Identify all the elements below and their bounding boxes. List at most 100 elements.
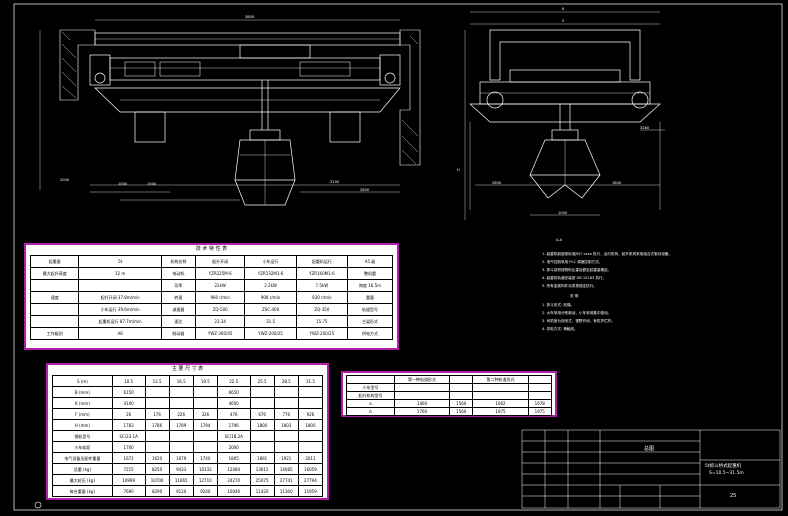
table-cell xyxy=(192,397,218,409)
dim-label: K xyxy=(562,7,565,11)
table-cell: 12 m xyxy=(78,267,162,280)
section-label: A-A xyxy=(556,238,563,242)
table-cell: 4100 xyxy=(111,397,146,409)
table-cell: 小车运行 39.6m/min xyxy=(78,303,162,316)
table-cell: 1700 xyxy=(111,441,146,453)
table-cell: 1891 xyxy=(249,452,275,464)
table-cell: 功率 xyxy=(160,279,196,292)
table-cell: 制动器 xyxy=(160,327,196,340)
table-cell: SC/18.2A xyxy=(216,430,251,442)
table-cell: 工作级别 xyxy=(29,327,80,340)
table-cell: 1678 xyxy=(527,399,553,408)
table-cell: 676 xyxy=(249,408,275,420)
table-cell: 1921 xyxy=(273,452,299,464)
table-cell: 31.5 xyxy=(244,315,297,328)
table-cell: 28.5 xyxy=(273,375,299,387)
table-cell xyxy=(249,386,275,398)
table-cell: b xyxy=(346,407,395,416)
table-cell xyxy=(29,303,80,316)
note-item: 3. 司机室为封闭式，视野开阔，有防护栏杆。 xyxy=(542,319,615,323)
table-cell: 10999 xyxy=(111,474,146,486)
table-cell: 8290 xyxy=(144,485,170,497)
table-cell: 226 xyxy=(168,408,194,420)
dim-label: 2800 xyxy=(360,188,370,192)
table-cell: 最大起升高度 xyxy=(29,267,80,280)
table-cell: 10040 xyxy=(216,485,251,497)
table-cell: A5 级 xyxy=(346,255,394,268)
table-cell: 转速 xyxy=(160,291,196,304)
table-cell: 1975 xyxy=(472,407,529,416)
table-cell: 最大轮压 (kg) xyxy=(52,474,113,486)
table-cell: 11665 xyxy=(168,474,194,486)
table-cell: 14085 xyxy=(273,463,299,475)
table-cell: 930 r/min xyxy=(295,291,348,304)
table-cell: 1786 xyxy=(144,419,170,431)
table-cell: F (mm) xyxy=(52,408,113,420)
table-cell xyxy=(29,279,80,292)
table-cell: 1789 xyxy=(168,419,194,431)
table-cell: 1794 xyxy=(192,419,218,431)
table-cell xyxy=(297,397,324,409)
tech-note: 2. 电气控制采用 PLC 调速控制方式。 xyxy=(542,260,603,264)
table-cell: 27794 xyxy=(297,474,324,486)
table-cell: B (mm) xyxy=(52,386,113,398)
dim-label: 3800 xyxy=(245,15,255,19)
table-cell: 16.5 xyxy=(168,375,194,387)
table-cell: 26 xyxy=(111,408,146,420)
table-cell: K (mm) xyxy=(52,397,113,409)
table-cell xyxy=(297,386,324,398)
table-cell xyxy=(144,430,170,442)
table-cell: 10700 xyxy=(144,474,170,486)
table-cell: 5t xyxy=(78,255,162,268)
table-cell: A6 xyxy=(78,327,162,340)
table-cell: 476 xyxy=(216,408,251,420)
table-cell: 小车轨距 xyxy=(52,441,113,453)
table-cell: 1560 xyxy=(449,407,474,416)
table-cell: a xyxy=(346,399,395,408)
table-cell: 19.5 xyxy=(192,375,218,387)
table-cell xyxy=(144,441,170,453)
table-cell: 1620 xyxy=(144,452,170,464)
table-cell: 1560 xyxy=(449,399,474,408)
dim-label: 1800 xyxy=(612,181,622,185)
table-cell: 13615 xyxy=(249,463,275,475)
tech-note: 4. 起重机轨道安装按 GB 10183 执行。 xyxy=(542,276,607,280)
sheet-border xyxy=(13,3,783,511)
table-cell xyxy=(297,441,324,453)
table-cell: 8250 xyxy=(144,463,170,475)
table-cell: 1672 xyxy=(111,452,146,464)
table-cell xyxy=(192,441,218,453)
table-cell: 1975 xyxy=(527,407,553,416)
table-cell xyxy=(192,430,218,442)
table-cell: H (mm) xyxy=(52,419,113,431)
table-cell: 11959 xyxy=(297,485,324,497)
table-cell: 1783 xyxy=(111,419,146,431)
table-cell xyxy=(273,430,299,442)
table-cell: YWZ-200/25 xyxy=(295,327,348,340)
note-item: 2. 大车采用分别驱动，小车采用集中驱动。 xyxy=(542,311,612,315)
table-cell: 7.5kW xyxy=(295,279,348,292)
table-cell: 1803 xyxy=(273,419,299,431)
table-cell: 7215 xyxy=(111,463,146,475)
table-cell: 11300 xyxy=(273,485,299,497)
table-cell: 1800 xyxy=(249,419,275,431)
table-cell: 1796 xyxy=(216,419,251,431)
table-cell xyxy=(449,391,474,400)
table-cell: 重量 xyxy=(346,291,394,304)
table-cell: S (m) xyxy=(52,375,113,387)
table-cell xyxy=(249,441,275,453)
dim-label: 2000 xyxy=(60,178,70,182)
table-cell: YWZ-200/25 xyxy=(244,327,297,340)
table-cell: 9433 xyxy=(168,463,194,475)
table-cell xyxy=(78,279,162,292)
table-cell: 776 xyxy=(273,408,299,420)
